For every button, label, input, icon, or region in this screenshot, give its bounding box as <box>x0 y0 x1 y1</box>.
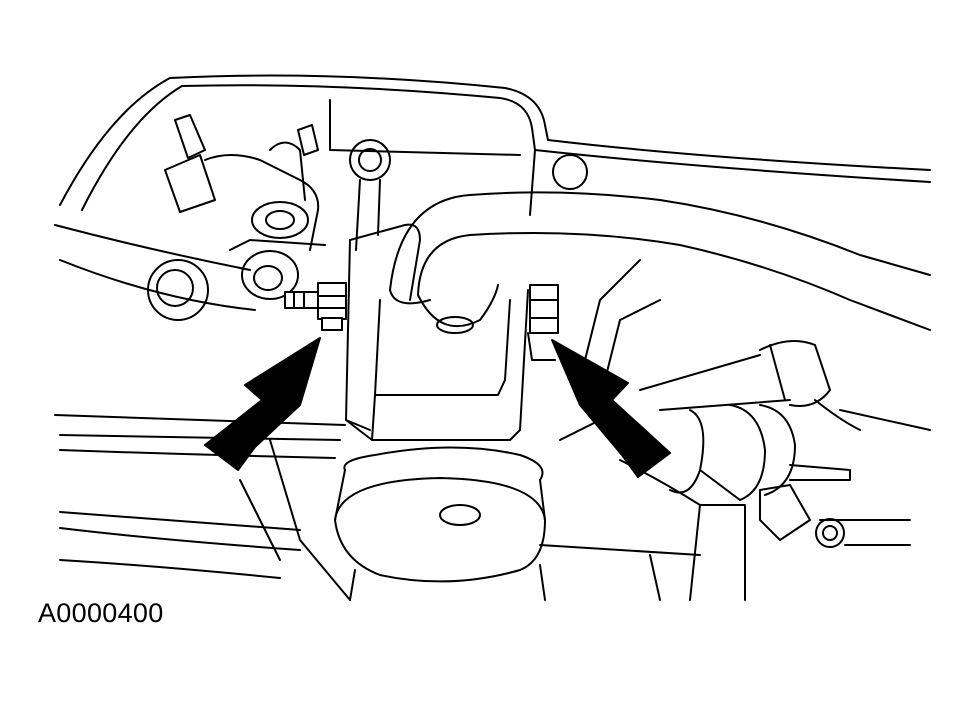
left-arm <box>55 115 325 320</box>
arrow-right <box>552 340 670 477</box>
bracket-plate <box>346 140 587 440</box>
right-bolt <box>528 285 558 360</box>
upper-frame <box>60 76 930 215</box>
left-bolt <box>285 283 346 330</box>
curved-bar <box>390 192 930 333</box>
figure-id-label: A0000400 <box>38 598 164 628</box>
axle-housing <box>540 260 930 600</box>
lower-mount <box>335 448 545 601</box>
arrow-left <box>205 338 320 470</box>
lower-rails <box>55 415 350 600</box>
